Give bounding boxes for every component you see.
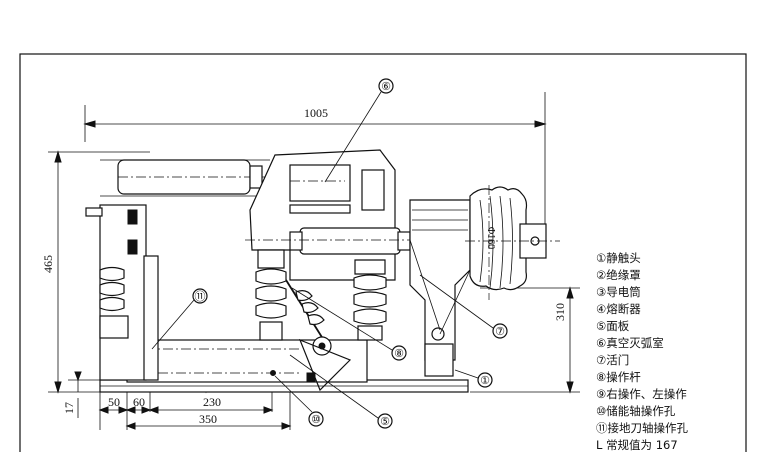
dim-diameter-160: Φ160 [485, 227, 496, 249]
legend-item: ⑪接地刀轴操作孔 [596, 421, 688, 435]
operating-rod [285, 279, 352, 392]
fuse-cylinder [100, 159, 270, 197]
callout-8: ⑧ [291, 287, 407, 361]
dim-350-label: 350 [199, 412, 217, 426]
dim-60-label: 60 [133, 395, 145, 409]
dim-17-label: 17 [62, 402, 76, 414]
legend-item: ⑩储能轴操作孔 [596, 404, 676, 418]
dim-height-total: 465 [41, 150, 150, 394]
legend-item: ⑧操作杆 [596, 370, 641, 384]
dim-230-label: 230 [203, 395, 221, 409]
svg-text:⑪: ⑪ [195, 290, 206, 303]
legend-item: ④熔断器 [596, 302, 641, 316]
callout-10: ⑩ [274, 375, 324, 427]
support-insulators [255, 249, 387, 341]
callout-5: ⑤ [289, 354, 393, 429]
dim-overall-width: 1005 [83, 92, 547, 230]
svg-text:⑩: ⑩ [311, 414, 321, 426]
dim-bottom-chain: 50 60 230 350 [98, 380, 292, 430]
svg-text:⑥: ⑥ [381, 81, 391, 93]
callout-11: ⑪ [151, 288, 208, 350]
legend-item: L 常规值为 167 [596, 438, 678, 452]
legend-item: ①静触头 [596, 251, 641, 265]
shutter-assembly [409, 199, 471, 377]
legend-item: ③导电筒 [596, 285, 641, 299]
svg-text:⑧: ⑧ [394, 348, 404, 360]
left-post-assembly [85, 204, 159, 381]
callout-6: ⑥ [324, 78, 394, 183]
dim-17: 17 [62, 371, 100, 418]
static-contact: Φ160 [465, 185, 560, 300]
dim-465-label: 465 [41, 255, 55, 273]
callout-7: ⑦ [419, 274, 508, 339]
callout-1: ① [454, 369, 493, 388]
svg-text:①: ① [480, 375, 490, 387]
dim-50-label: 50 [108, 395, 120, 409]
legend-item: ⑨右操作、左操作 [596, 387, 687, 401]
svg-text:⑦: ⑦ [495, 326, 505, 338]
legend: ①静触头 ②绝缘罩 ③导电筒 ④熔断器 ⑤面板 ⑥真空灭弧室 ⑦活门 ⑧操作杆 … [596, 251, 688, 452]
vacuum-interrupter [245, 149, 420, 281]
svg-text:⑤: ⑤ [380, 416, 390, 428]
drawing-frame [19, 53, 747, 456]
dim-1005-label: 1005 [304, 106, 328, 120]
legend-item: ②绝缘罩 [596, 268, 641, 282]
dim-310-label: 310 [553, 303, 567, 321]
legend-item: ⑥真空灭弧室 [596, 336, 664, 350]
legend-item: ⑤面板 [596, 319, 630, 333]
legend-item: ⑦活门 [596, 353, 629, 367]
